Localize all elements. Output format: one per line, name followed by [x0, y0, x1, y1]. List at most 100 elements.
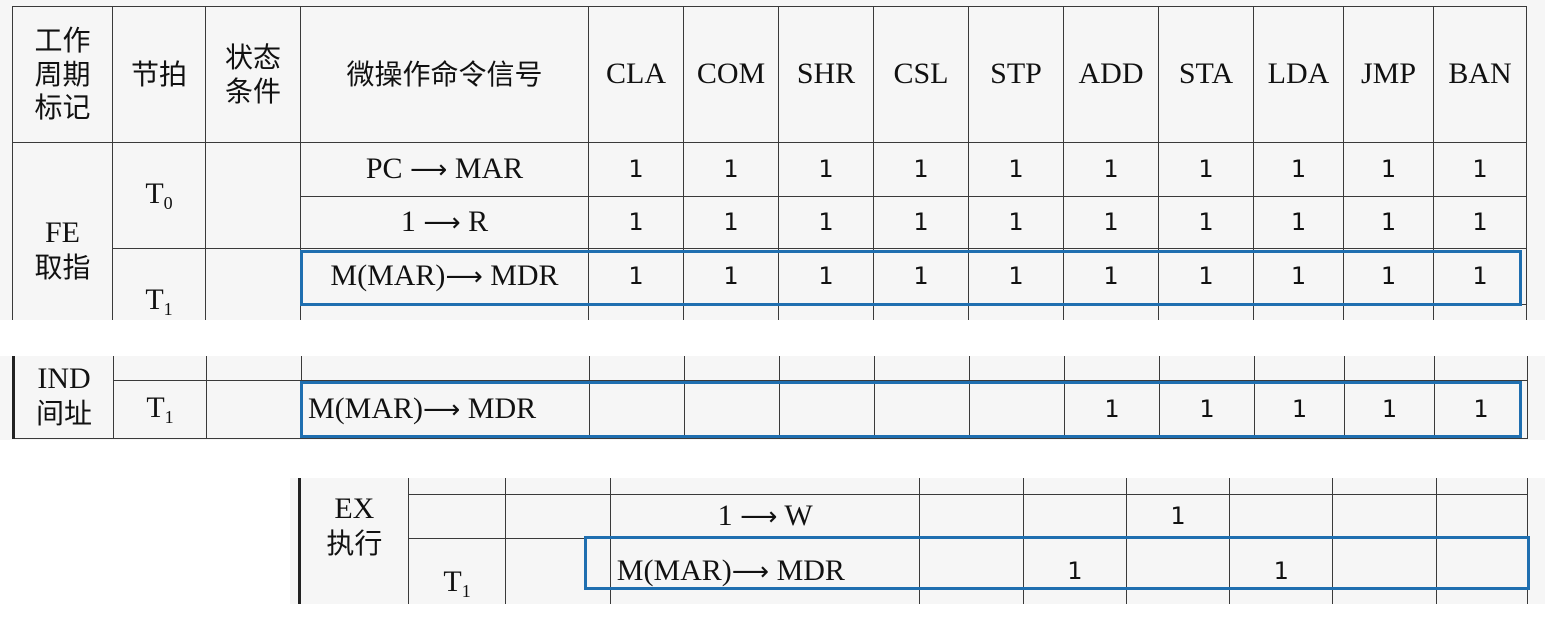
signal-value: 1 [1229, 538, 1334, 604]
signal-value: 1 [1022, 538, 1127, 604]
signal-value: 1 [588, 248, 684, 305]
beat-sub: 1 [461, 581, 471, 602]
signal-value: 1 [1125, 494, 1231, 539]
ind-label-en: IND [37, 362, 91, 395]
arrow-right-icon: ⟶ [731, 557, 770, 588]
header-instr: LDA [1253, 6, 1344, 143]
signal-value: 1 [1253, 196, 1344, 249]
signal-value: 1 [1063, 196, 1159, 249]
signal-value: 1 [588, 196, 684, 249]
ind-row-cut: IND 间址 [12, 356, 1528, 439]
fe-row-pc-mar: FE 取指 T0 PC ⟶ MAR 1 1 1 1 1 1 1 1 1 1 [12, 142, 1527, 320]
micro-op-cell: M(MAR)⟶ MDR [609, 538, 921, 604]
table-fragment-fetch: 工作 周期 标记 节拍 状态 条件 微操作命令信号 CLA COM SHR CS… [12, 6, 1527, 320]
ind-beat-t1: T1 [113, 380, 207, 439]
op-dst: MAR [454, 152, 524, 186]
header-state-line: 条件 [224, 74, 281, 108]
header-instr: ADD [1063, 6, 1159, 143]
op-src: 1 [717, 499, 733, 533]
signal-value: 1 [968, 142, 1064, 197]
header-cycle-flag: 工作 周期 标记 [12, 6, 113, 143]
ex-beat-t1: T1 [407, 538, 507, 604]
signal-value: 1 [1064, 380, 1160, 439]
ind-label-cn: 间址 [35, 397, 92, 430]
op-src: M(MAR) [616, 554, 732, 588]
op-src: PC [365, 152, 403, 186]
signal-value: 1 [1253, 248, 1344, 305]
micro-op-table-fetch: 工作 周期 标记 节拍 状态 条件 微操作命令信号 CLA COM SHR CS… [12, 6, 1527, 320]
signal-value: 1 [778, 248, 874, 305]
signal-value: 1 [1063, 142, 1159, 197]
header-instr: STP [968, 6, 1064, 143]
header-state-line: 状态 [224, 40, 281, 74]
signal-value: 1 [1158, 196, 1254, 249]
signal-value: 1 [1433, 196, 1527, 249]
signal-value: 1 [778, 196, 874, 249]
header-cycle-flag-line: 工作 [34, 24, 91, 58]
fe-beat-t0: T0 [112, 142, 206, 249]
header-instr: BAN [1433, 6, 1527, 143]
signal-value: 1 [873, 196, 969, 249]
fe-row-mmar-mdr: T1 M(MAR)⟶ MDR 1 1 1 1 1 1 1 1 1 1 [13, 248, 1527, 320]
op-dst: MDR [776, 554, 845, 588]
table-fragment-execute: EX 执行 1 ⟶ W 1 T1 M(MAR)⟶ MDR [290, 478, 1545, 604]
ex-state-empty [505, 538, 611, 604]
signal-value: 1 [1343, 196, 1434, 249]
signal-value: 1 [1254, 380, 1345, 439]
header-row: 工作 周期 标记 节拍 状态 条件 微操作命令信号 CLA COM SHR CS… [12, 6, 1527, 143]
ind-row-mmar-mdr: T1 M(MAR)⟶ MDR 1 1 1 1 1 [14, 380, 1528, 439]
header-beat: 节拍 [112, 6, 206, 143]
micro-op-cell: M(MAR)⟶ MDR [301, 380, 590, 439]
op-dst: MDR [490, 259, 559, 293]
table-fragment-indirect: IND 间址 T1 M(MAR)⟶ MDR 1 1 1 1 1 [0, 356, 1545, 440]
signal-value: 1 [968, 248, 1064, 305]
beat-t: T [145, 177, 164, 211]
arrow-right-icon: ⟶ [740, 502, 778, 533]
signal-value: 1 [968, 196, 1064, 249]
signal-value [874, 380, 970, 439]
beat-t: T [443, 565, 462, 599]
beat-t: T [145, 283, 164, 316]
op-src: M(MAR) [330, 259, 446, 293]
beat-sub: 1 [163, 299, 173, 319]
signal-value: 1 [1433, 142, 1527, 197]
signal-value: 1 [1434, 380, 1528, 439]
header-instr: SHR [778, 6, 874, 143]
signal-value: 1 [1344, 380, 1435, 439]
micro-op-cell: 1 ⟶ R [300, 196, 589, 249]
op-dst: MDR [467, 392, 537, 426]
ex-label-en: EX [334, 492, 375, 525]
fe-state-empty [205, 142, 301, 249]
beat-t: T [146, 391, 165, 425]
signal-value [969, 380, 1065, 439]
signal-value: 1 [873, 248, 969, 305]
fe-label-cn: 取指 [34, 251, 91, 284]
header-instr: CLA [588, 6, 684, 143]
micro-op-cell: M(MAR)⟶ MDR [300, 248, 589, 305]
micro-op-table-execute: EX 执行 1 ⟶ W 1 T1 M(MAR)⟶ MDR [298, 478, 1529, 604]
signal-value: 1 [1158, 142, 1254, 197]
micro-op-table-indirect: IND 间址 T1 M(MAR)⟶ MDR 1 1 1 1 1 [12, 356, 1528, 439]
ind-cycle-label: IND 间址 [12, 356, 114, 439]
header-state-condition: 状态 条件 [205, 6, 301, 143]
header-cycle-flag-line: 周期 [34, 57, 91, 91]
op-src: 1 [400, 205, 416, 239]
ex-row-1-w: 1 ⟶ W 1 [300, 494, 1529, 539]
signal-value [589, 380, 685, 439]
op-dst: R [468, 205, 489, 239]
signal-value: 1 [873, 142, 969, 197]
signal-value [779, 380, 875, 439]
fe-label-en: FE [44, 216, 80, 249]
fe-cycle-label: FE 取指 [12, 142, 113, 320]
signal-value: 1 [1343, 142, 1434, 197]
signal-value: 1 [1253, 142, 1344, 197]
header-instr: COM [683, 6, 779, 143]
signal-value: 1 [683, 142, 779, 197]
signal-value: 1 [683, 248, 779, 305]
signal-value: 1 [1343, 248, 1434, 305]
signal-value [684, 380, 780, 439]
ex-label-cn: 执行 [326, 527, 383, 560]
op-src: M(MAR) [308, 392, 424, 426]
arrow-right-icon: ⟶ [445, 262, 483, 293]
fe-beat-t1: T1 [112, 248, 206, 320]
